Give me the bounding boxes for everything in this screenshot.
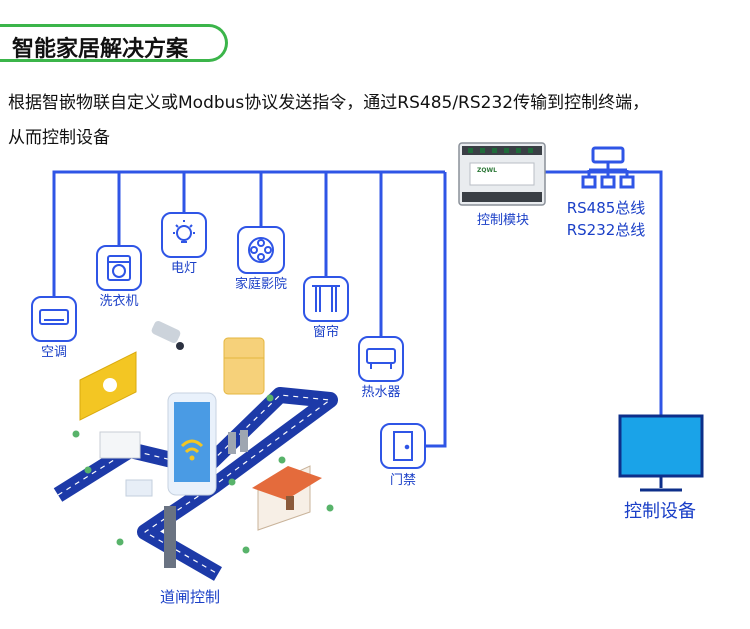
monitor-icon: [618, 414, 704, 492]
device-label: 电灯: [171, 261, 197, 276]
curtain-icon: [312, 285, 340, 312]
water-heater-icon: [366, 348, 396, 369]
server-racks: [228, 430, 248, 454]
connection-lines: [52, 170, 663, 448]
device-label: 窗帘: [313, 324, 339, 340]
smart-home-scene: [53, 321, 338, 581]
control-device-label: 控制设备: [624, 501, 696, 522]
device-label: 门禁: [390, 473, 416, 488]
device-label: 空调: [41, 345, 67, 360]
device-air-conditioner: 空调: [31, 296, 77, 360]
control-module-label: 控制模块: [477, 213, 529, 228]
device-curtain: 窗帘: [303, 276, 349, 340]
device-label: 热水器: [361, 385, 400, 400]
phone-wifi: [167, 392, 217, 496]
laptop: [125, 479, 153, 497]
control-device: 控制设备: [618, 414, 704, 522]
air-conditioner-icon: [39, 309, 69, 325]
billboard: [79, 351, 137, 421]
wifi-icon: [180, 439, 204, 454]
device-water-heater: 热水器: [358, 336, 404, 400]
description-line-2: 从而控制设备: [8, 128, 110, 148]
scene-label-gate-control: 道闸控制: [160, 588, 220, 606]
terminal-leds: [468, 148, 533, 153]
device-light: 电灯: [161, 212, 207, 276]
light-bulb-icon: [173, 220, 195, 243]
door-icon: [393, 431, 413, 461]
network-icon: [581, 146, 635, 189]
description-line-1: 根据智嵌物联自定义或Modbus协议发送指令，通过RS485/RS232传输到控…: [8, 93, 650, 113]
page-title: 智能家居解决方案: [12, 37, 189, 62]
gate-post: [164, 506, 176, 568]
refrigerator: [223, 337, 265, 395]
module-brand: ZQWL: [477, 167, 497, 174]
title-badge: 智能家居解决方案: [0, 24, 228, 62]
device-washing-machine: 洗衣机: [96, 245, 142, 309]
device-label: 洗衣机: [99, 293, 138, 309]
device-home-theater: 家庭影院: [235, 226, 287, 292]
device-label: 家庭影院: [235, 276, 287, 292]
bus-label-rs485: RS485总线: [567, 199, 646, 217]
device-door-access: 门禁: [380, 423, 426, 488]
bus-label-rs232: RS232总线: [567, 221, 646, 239]
trees: [72, 394, 334, 554]
control-module: ZQWL 控制模块: [458, 142, 546, 228]
film-reel-icon: [248, 237, 274, 263]
washing-machine-icon: [107, 255, 131, 281]
camera-icon: [151, 321, 184, 350]
washer-on-road: [99, 431, 141, 459]
house: [252, 465, 322, 531]
